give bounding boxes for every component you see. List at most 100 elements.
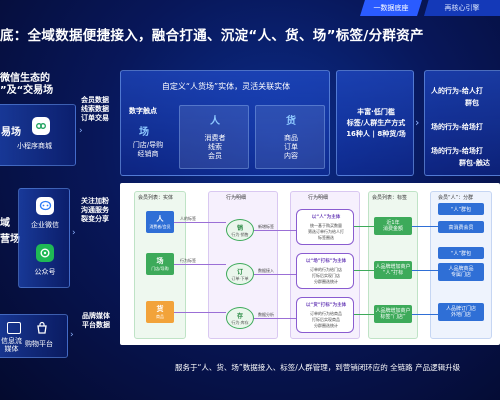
wecom-icon[interactable] [36, 197, 54, 215]
entity-person-glyph: 人 [156, 215, 164, 223]
connector-line [254, 274, 296, 275]
connector-line [354, 314, 374, 315]
tag-production-panel: 丰富·低门槛 标签/人群生产方式 16种人 | 8种货/场 [336, 70, 414, 176]
touchpoint-label: 数字触点 [129, 107, 157, 115]
group-box-5[interactable]: 人品牌订门店 外地门店 [438, 303, 484, 321]
connector-label-3: 新增标签 [258, 224, 274, 229]
page-title: 底：全域数据便捷接入，融合打通、沉淀“人、货、场”标签/分群资产 [0, 28, 424, 44]
connector-line [412, 270, 438, 271]
tag-box-2[interactable]: 人品牌增加商户 “人”打标 [374, 261, 412, 279]
rule-goods-title: 以“货”打标”为主体 [305, 303, 347, 308]
shopping-platform-label: 购物平台 [25, 340, 53, 348]
group-box-2[interactable]: 高消费会员 [438, 221, 484, 233]
connector-line [254, 230, 296, 231]
entity-goods-sub: 商品 [156, 314, 164, 319]
behavior-line-4: 场的行为-给场打 [431, 147, 483, 155]
tag-box-3[interactable]: 人品牌增加商户 标签“门店” [374, 305, 412, 323]
entity-panel: 自定义“人货场”实体，灵活关联实体 数字触点 场 门店/导购 经销商 人 消费者… [120, 70, 330, 176]
connector-line [174, 222, 226, 223]
scene-glyph: 场 [139, 127, 149, 138]
left-heading-5: 营场 [0, 234, 20, 245]
diagram-header-5: 会员“人”：分群 [438, 195, 474, 201]
action-stock-glyph: 存 [236, 312, 243, 320]
caption-follow-service: 关注加粉 沟通服务 裂变分享 [81, 197, 109, 223]
mini-program-label: 小程序商城 [17, 142, 52, 150]
entity-person-box[interactable]: 人 消费者/会员 [146, 211, 174, 233]
diagram-header-1: 会员列表：实体 [138, 195, 174, 201]
rule-scene-title: 以“场”打标”为主体 [305, 259, 347, 264]
action-sell-glyph: 销 [236, 224, 243, 232]
connector-line [354, 270, 374, 271]
connector-line [254, 318, 296, 319]
group-box-1[interactable]: “人”群包 [438, 203, 484, 215]
left-heading-3: 易场 [1, 127, 21, 138]
entity-scene-box[interactable]: 场 门店/导购 [146, 253, 174, 275]
rule-person-body: 统一基于购买数量 筛选订单行为给人打 标签圈选 [308, 223, 344, 240]
chevron-right-icon: › [72, 228, 76, 238]
flow-diagram: 会员列表：实体 行为明细 行为明细 会员列表：标签 会员“人”：分群 人 消费者… [120, 183, 500, 345]
caption-member-data: 会员数据 线索数据 订单交易 [81, 96, 109, 122]
chevron-right-icon: › [79, 126, 83, 136]
feed-media-icon[interactable] [7, 322, 21, 334]
entity-goods-box[interactable]: 货 商品 [146, 301, 174, 323]
connector-label-5: 数据分析 [258, 312, 274, 317]
rule-scene-body: 订单的行为给门店 打标后实现门店 分群圈选统计 [310, 267, 342, 284]
entity-person-sub: 消费者/会员 [149, 224, 171, 229]
group-box-3[interactable]: “人”群包 [438, 247, 484, 259]
action-stock-sub: 行为·库存 [231, 319, 249, 325]
action-sell-oval[interactable]: 销 行为·销售 [226, 219, 254, 241]
behavior-line-5: 群包-触达 [459, 159, 490, 167]
entity-goods-glyph: 货 [156, 305, 164, 313]
behavior-line-2: 群包 [465, 99, 479, 107]
connector-line [174, 264, 226, 265]
goods-glyph: 货 [286, 116, 296, 127]
left-panel-media: 信息流 媒体 购物平台 [0, 314, 68, 358]
connector-line [412, 226, 438, 227]
left-panel-transaction: 易场 小程序商城 [0, 104, 76, 166]
left-heading-1: 微信生态的 [0, 73, 50, 84]
mini-program-icon[interactable] [32, 117, 50, 135]
feed-media-label: 信息流 媒体 [1, 337, 22, 353]
bottom-caption: 服务于“人、货、场”数据接入、标签/人群管理，到营销闭环应的 全链路 产品逻辑升… [175, 363, 461, 372]
action-sell-sub: 行为·销售 [231, 231, 249, 237]
person-card: 人 消费者 线索 会员 [179, 105, 249, 169]
rule-scene-box[interactable]: 以“场”打标”为主体 订单的行为给门店 打标后实现门店 分群圈选统计 [296, 253, 354, 289]
left-heading-4: 域 [0, 218, 10, 229]
entity-scene-sub: 门店/导购 [151, 266, 169, 271]
connector-label-1: 人的标签 [180, 216, 196, 221]
diagram-header-2: 行为明细 [226, 195, 247, 201]
action-stock-oval[interactable]: 存 行为·库存 [226, 307, 254, 329]
tag-box-1[interactable]: 近1年 消费金额 [374, 217, 412, 235]
connector-line [412, 314, 438, 315]
wecom-label: 企业微信 [31, 221, 59, 229]
rule-goods-body: 订单的行为给商品 打标后实现商品 分群圈选统计 [310, 311, 342, 328]
official-account-icon[interactable] [36, 244, 54, 262]
person-glyph: 人 [210, 116, 220, 127]
tab-data-foundation[interactable]: 一数据底座 [360, 0, 422, 16]
rule-goods-box[interactable]: 以“货”打标”为主体 订单的行为给商品 打标后实现商品 分群圈选统计 [296, 297, 354, 333]
tag-production-text: 丰富·低门槛 标签/人群生产方式 16种人 | 8种货/场 [346, 108, 406, 138]
shopping-platform-icon[interactable] [35, 320, 49, 334]
chevron-right-icon: › [70, 330, 74, 340]
behavior-panel: 人的行为-给人打 群包 场的行为-给场打 场的行为-给场打 群包-触达 [424, 70, 500, 176]
rule-person-box[interactable]: 以“人”为主体 统一基于购买数量 筛选订单行为给人打 标签圈选 [296, 209, 354, 245]
rule-person-title: 以“人”为主体 [311, 215, 341, 220]
entity-panel-title: 自定义“人货场”实体，灵活关联实体 [161, 82, 291, 91]
action-order-glyph: 订 [236, 268, 243, 276]
entity-scene-glyph: 场 [156, 257, 164, 265]
action-order-oval[interactable]: 订 订单·下单 [226, 263, 254, 285]
behavior-line-1: 人的行为-给人打 [431, 87, 483, 95]
connector-line [174, 312, 226, 313]
group-box-4[interactable]: 人品牌商品 专属门店 [438, 263, 484, 281]
diagram-header-4: 会员列表：标签 [372, 195, 408, 201]
goods-sub: 商品 订单 内容 [284, 134, 298, 160]
connector-line [354, 226, 374, 227]
connector-label-2: 行为标签 [180, 258, 196, 263]
official-account-label: 公众号 [34, 268, 56, 276]
diagram-header-3: 行为明细 [308, 195, 329, 201]
caption-brand-media: 品牌媒体 平台数据 [82, 312, 110, 329]
left-heading-2: ”及“交易场 [0, 85, 54, 96]
tab-core-engine[interactable]: 再核心引擎 [424, 0, 500, 16]
action-order-sub: 订单·下单 [231, 275, 249, 281]
behavior-line-3: 场的行为-给场打 [431, 123, 483, 131]
